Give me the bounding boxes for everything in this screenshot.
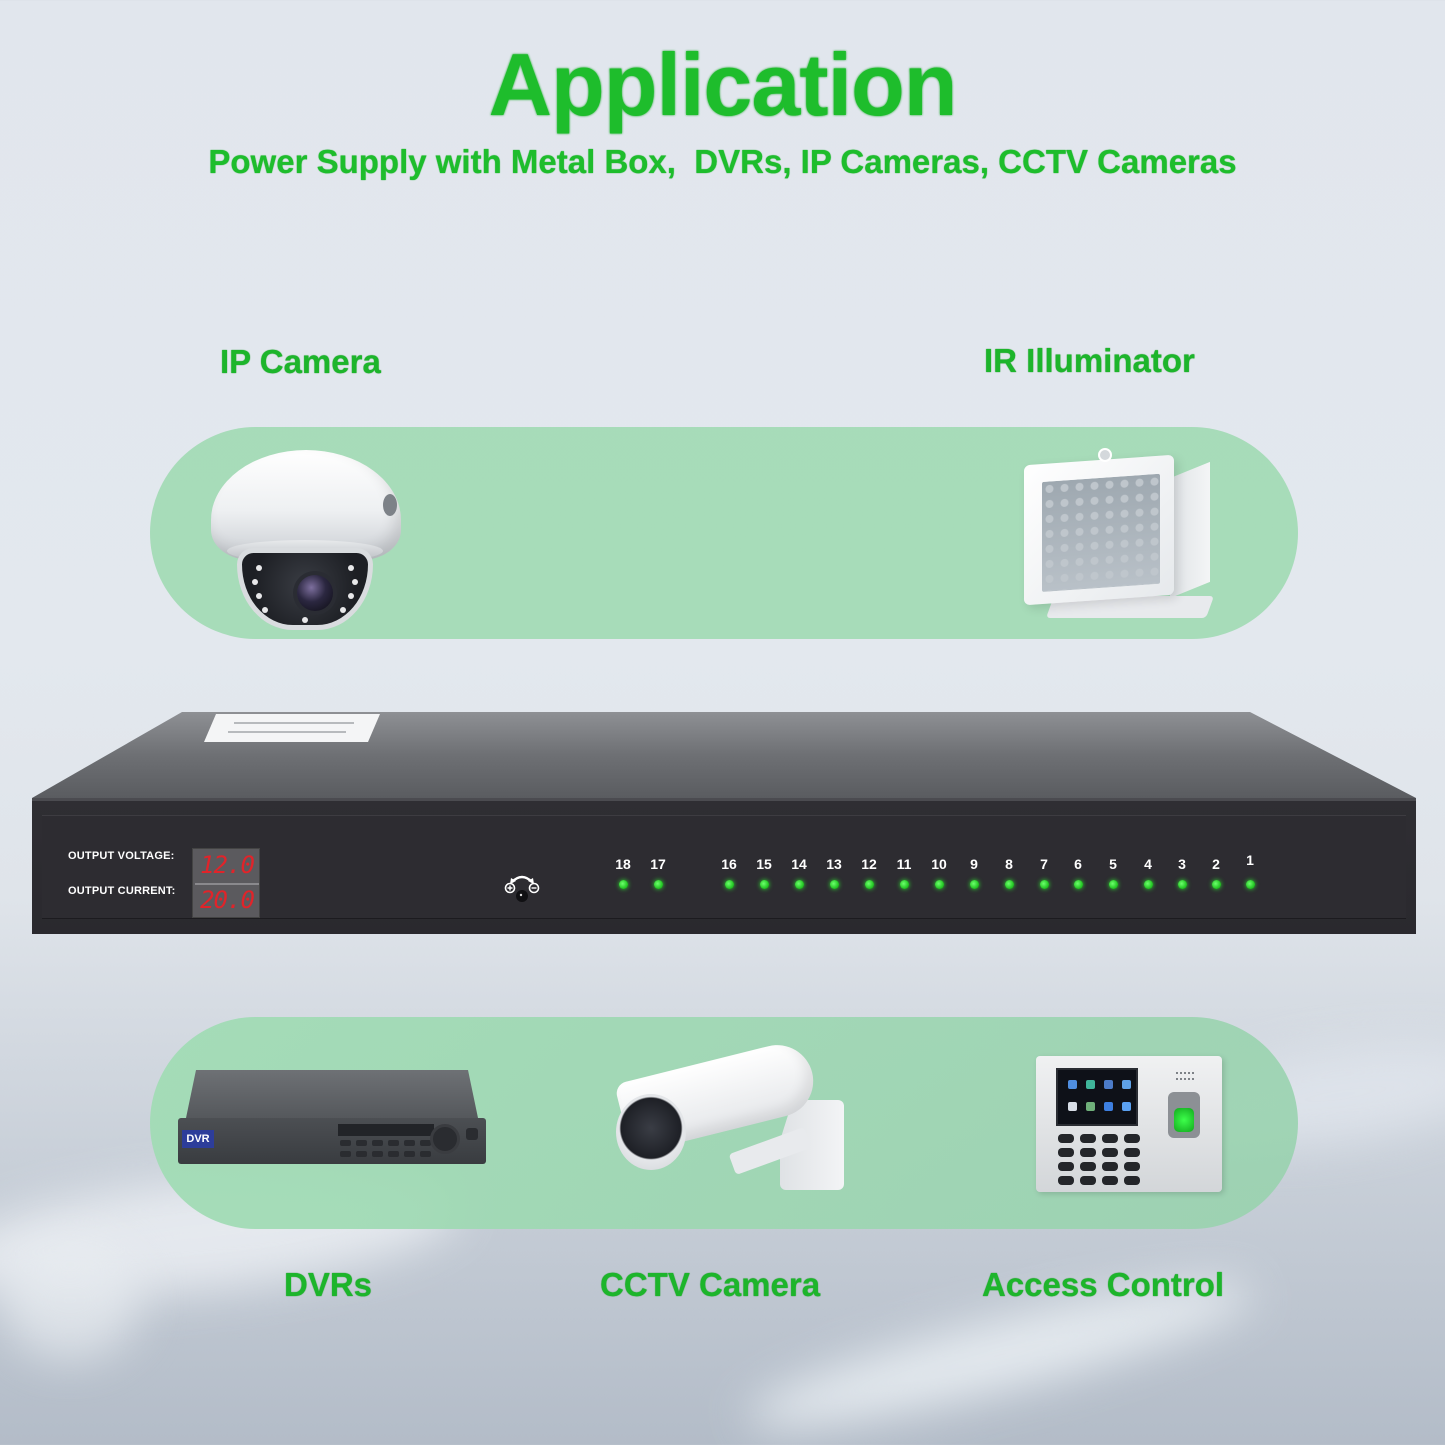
led-indicator [1004, 880, 1014, 889]
product-sticker [204, 714, 380, 742]
page-subtitle: Power Supply with Metal Box, DVRs, IP Ca… [208, 143, 1237, 180]
led-indicator [934, 880, 944, 889]
label-cctv-camera: CCTV Camera [600, 1266, 821, 1303]
led-indicator [864, 880, 874, 889]
output-port-9: 9 [959, 856, 989, 889]
led-indicator [1245, 880, 1255, 889]
output-port-13: 13 [819, 856, 849, 889]
output-port-17: 17 [643, 856, 673, 889]
current-readout: 20.0 [200, 886, 255, 914]
output-port-18: 18 [608, 856, 638, 889]
adjust-knob-icon[interactable] [502, 868, 542, 908]
output-port-10: 10 [924, 856, 954, 889]
output-port-4: 4 [1133, 856, 1163, 889]
dvr-icon: DVR [178, 1070, 486, 1166]
output-port-5: 5 [1098, 856, 1128, 889]
output-voltage-label: OUTPUT VOLTAGE: [68, 850, 175, 862]
label-ir-illuminator: IR Illuminator [984, 342, 1195, 379]
output-current-label: OUTPUT CURRENT: [68, 885, 176, 897]
led-indicator [1143, 880, 1153, 889]
output-port-1: 1 [1235, 852, 1265, 889]
ir-illuminator-icon [1020, 448, 1220, 620]
label-dvrs: DVRs [284, 1266, 373, 1303]
access-control-icon [1036, 1056, 1222, 1192]
page-title: Application [488, 35, 957, 134]
bullet-camera-icon [600, 1037, 850, 1195]
led-indicator [794, 880, 804, 889]
background-cloud [0, 1240, 140, 1360]
output-port-6: 6 [1063, 856, 1093, 889]
led-indicator [759, 880, 769, 889]
led-indicator [1108, 880, 1118, 889]
led-indicator [653, 880, 663, 889]
led-indicator [899, 880, 909, 889]
output-port-14: 14 [784, 856, 814, 889]
led-indicator [618, 880, 628, 889]
power-supply-unit: OUTPUT VOLTAGE: OUTPUT CURRENT: 12.0 20.… [32, 712, 1416, 934]
output-port-3: 3 [1167, 856, 1197, 889]
voltage-current-display: 12.0 20.0 [192, 848, 260, 918]
label-ip-camera: IP Camera [220, 343, 381, 380]
dvr-badge: DVR [182, 1130, 214, 1148]
output-port-2: 2 [1201, 856, 1231, 889]
label-access-control: Access Control [982, 1266, 1225, 1303]
led-indicator [829, 880, 839, 889]
output-port-7: 7 [1029, 856, 1059, 889]
led-indicator [1039, 880, 1049, 889]
output-port-15: 15 [749, 856, 779, 889]
output-port-12: 12 [854, 856, 884, 889]
voltage-readout: 12.0 [200, 851, 255, 879]
output-port-8: 8 [994, 856, 1024, 889]
led-indicator [1073, 880, 1083, 889]
led-indicator [1211, 880, 1221, 889]
led-indicator [724, 880, 734, 889]
output-port-11: 11 [889, 856, 919, 889]
led-indicator [1177, 880, 1187, 889]
dome-camera-icon [207, 448, 403, 630]
led-indicator [969, 880, 979, 889]
output-port-16: 16 [714, 856, 744, 889]
